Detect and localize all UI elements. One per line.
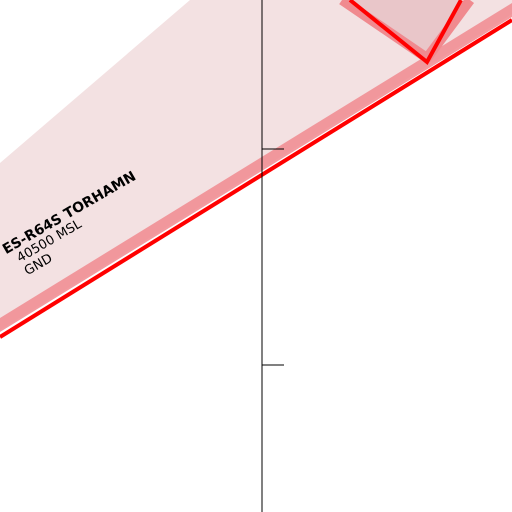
restricted-area-boundary[interactable] (0, 18, 512, 339)
airspace-notch-border[interactable] (348, 0, 463, 66)
restricted-area-halo (0, 3, 512, 332)
